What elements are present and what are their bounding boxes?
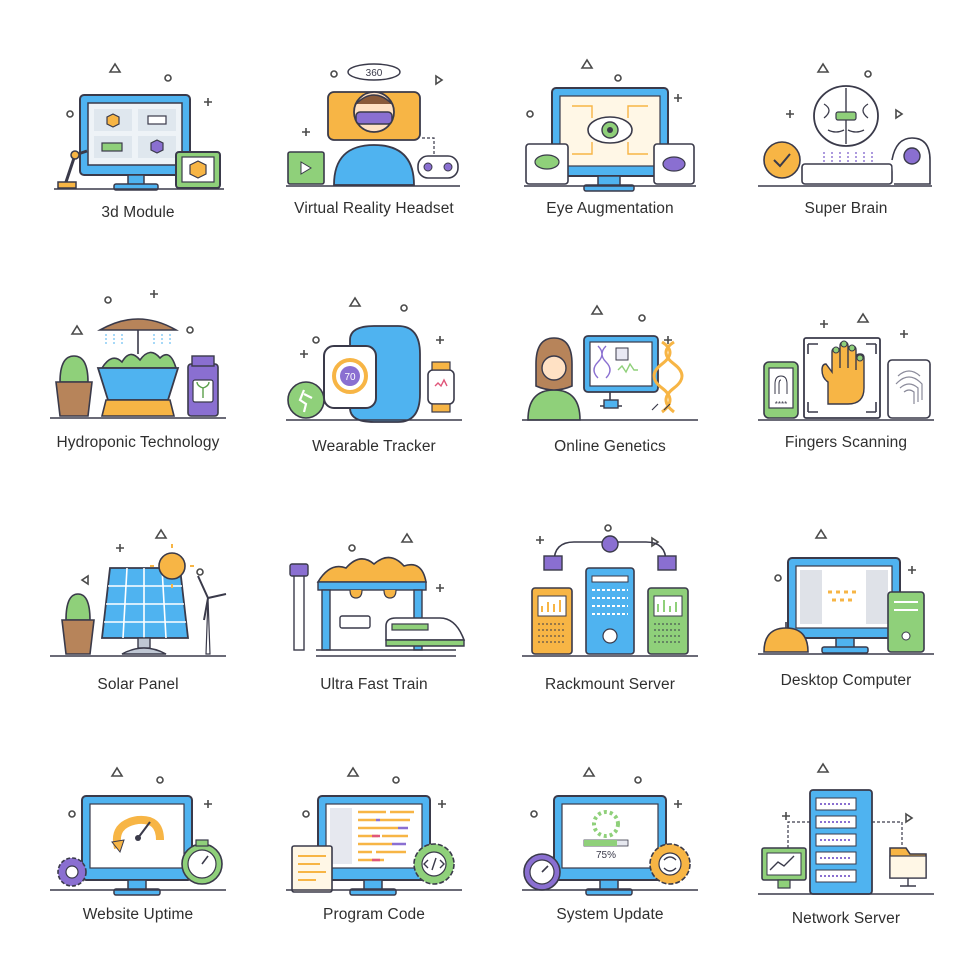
tile-label: Online Genetics [554,438,666,455]
tile-label: Super Brain [804,200,888,217]
tile-vr-headset: 360 Virtual Reality Headset [256,40,492,276]
tile-label: Desktop Computer [780,672,912,689]
website-uptime-icon [50,766,226,896]
program-code-icon [286,766,462,896]
tile-label: Website Uptime [82,906,194,923]
solar-panel-icon [50,528,227,657]
badge-360: 360 [366,68,383,79]
tile-3d-module: 3d Module [20,40,256,276]
tile-desktop-computer: Desktop Computer [728,508,964,744]
badge-pin: **** [775,400,787,409]
tile-label: Rackmount Server [545,676,675,693]
super-brain-icon [758,62,932,187]
tile-network-server: Network Server [728,744,964,980]
tile-label: System Update [556,906,664,923]
fingers-scanning-icon: **** [758,312,934,421]
tile-label: Solar Panel [97,676,179,693]
tile-super-brain: Super Brain [728,40,964,276]
tile-label: 3d Module [101,204,175,221]
tile-label: Ultra Fast Train [320,676,428,693]
system-update-icon: 75% [522,766,698,896]
rackmount-server-icon [522,524,698,657]
tile-system-update: 75% System Update [492,744,728,980]
tile-hydroponic: Hydroponic Technology [20,272,256,508]
badge-70: 70 [344,372,356,383]
progress-percent: 75% [596,850,616,861]
fast-train-icon [289,532,466,657]
tile-rackmount-server: Rackmount Server [492,508,728,744]
vr-headset-icon: 360 [286,63,460,187]
hydroponic-icon [50,290,226,419]
tile-label: Fingers Scanning [784,434,908,451]
tile-label: Eye Augmentation [546,200,674,217]
tile-program-code: Program Code [256,744,492,980]
3d-module-icon [54,62,224,191]
tile-website-uptime: Website Uptime [20,744,256,980]
tile-online-genetics: Online Genetics [492,272,728,508]
desktop-computer-icon [758,528,934,655]
tile-label: Hydroponic Technology [56,434,220,451]
tile-solar-panel: Solar Panel [20,508,256,744]
network-server-icon [758,762,934,895]
tile-label: Network Server [791,910,901,927]
tile-fingers-scanning: **** Fingers Scanning [728,272,964,508]
tile-eye-augmentation: Eye Augmentation [492,40,728,276]
eye-augmentation-icon [524,58,696,192]
wearable-tracker-icon: 70 [286,296,462,423]
online-genetics-icon [522,304,698,421]
tile-fast-train: Ultra Fast Train [256,508,492,744]
tile-label: Wearable Tracker [312,438,436,455]
tile-label: Program Code [323,906,425,923]
tile-wearable-tracker: 70 Wearable Tracker [256,272,492,508]
tile-label: Virtual Reality Headset [294,200,454,217]
